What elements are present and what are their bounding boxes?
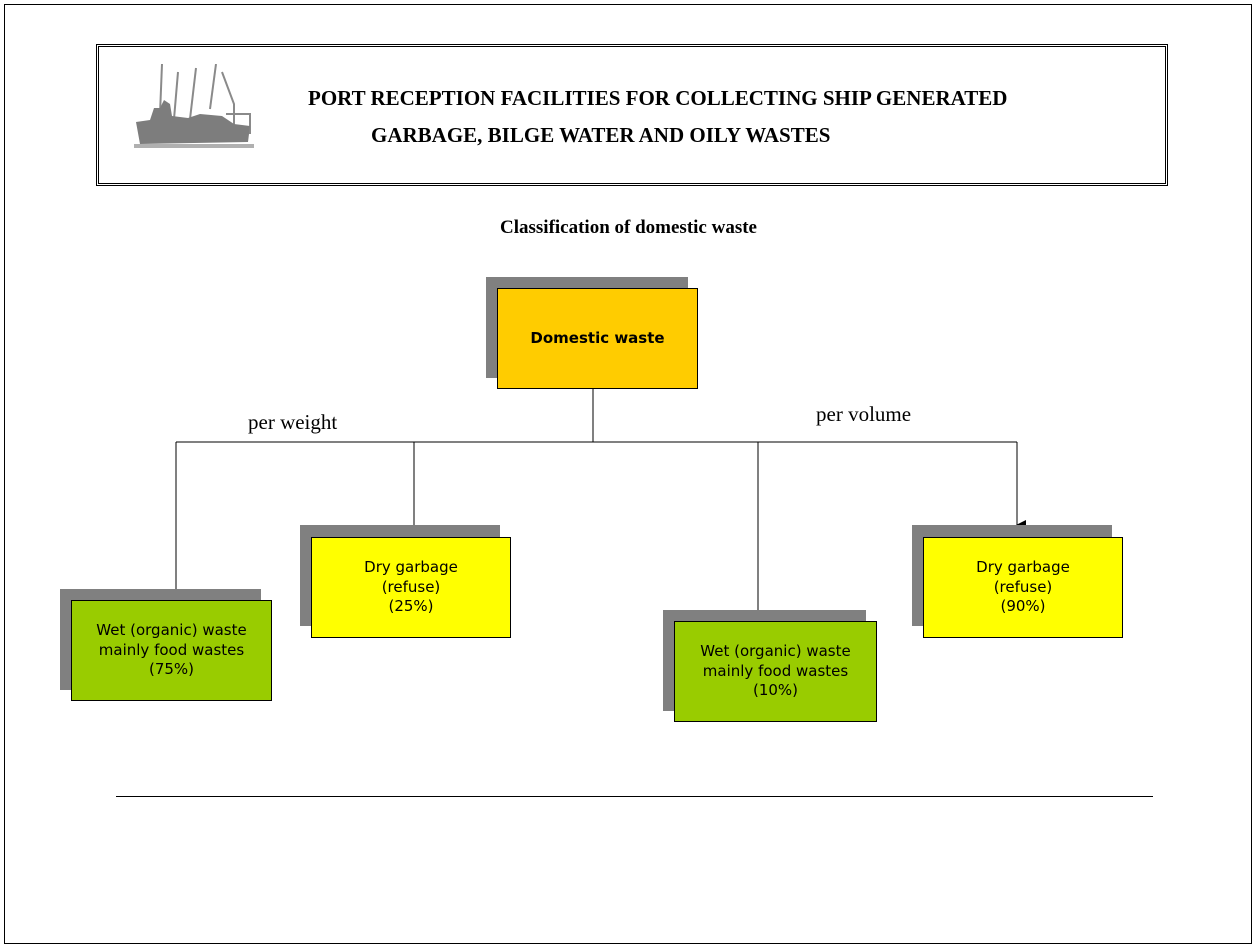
root-node-domestic-waste: Domestic waste (497, 288, 698, 389)
ship-logo-icon (134, 64, 254, 148)
node-2-label: Dry garbage (refuse) (25%) (364, 558, 458, 616)
node-wet-waste-weight: Wet (organic) waste mainly food wastes (… (71, 600, 272, 701)
branch-label-left: per weight (248, 410, 338, 434)
node-dry-garbage-volume: Dry garbage (refuse) (90%) (923, 537, 1123, 638)
branch-label-right: per volume (816, 402, 912, 426)
node-1-label: Wet (organic) waste mainly food wastes (… (96, 621, 247, 679)
header-title-line-1: PORT RECEPTION FACILITIES FOR COLLECTING… (308, 86, 1008, 110)
node-3-label: Wet (organic) waste mainly food wastes (… (700, 642, 851, 700)
header-title-line-2: GARBAGE, BILGE WATER AND OILY WASTES (371, 123, 831, 147)
footer-rule (116, 796, 1153, 797)
diagram-title: Classification of domestic waste (500, 217, 757, 238)
root-node-label: Domestic waste (530, 328, 665, 347)
node-wet-waste-volume: Wet (organic) waste mainly food wastes (… (674, 621, 877, 722)
header-box (96, 44, 1168, 186)
node-4-label: Dry garbage (refuse) (90%) (976, 558, 1070, 616)
node-dry-garbage-weight: Dry garbage (refuse) (25%) (311, 537, 511, 638)
